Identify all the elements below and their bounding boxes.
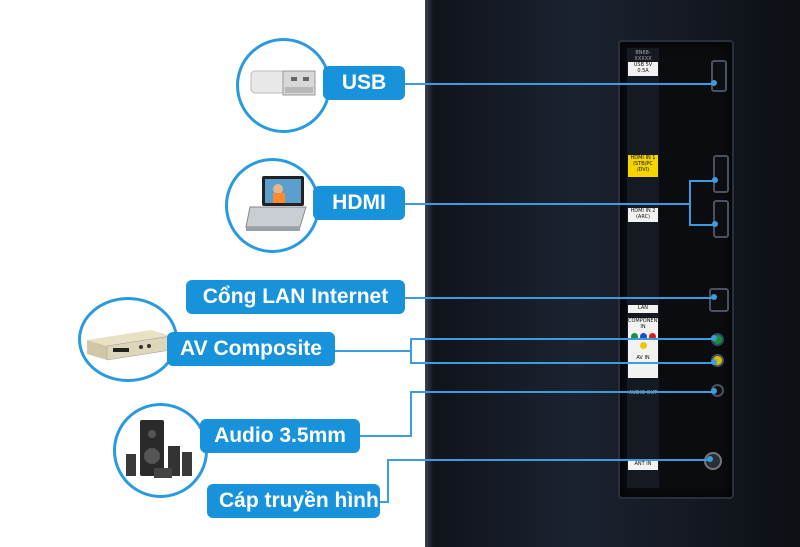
audio-label: Audio 3.5mm (200, 419, 360, 453)
panel-av-in-label: AV IN (636, 355, 650, 361)
antenna-vertical (387, 459, 389, 503)
panel-usb-label: USB 5V 0.5A (628, 62, 658, 76)
antenna-jack[interactable] (704, 452, 722, 470)
usb-label: USB (323, 66, 405, 100)
audio-circle (113, 403, 208, 498)
tv-edge (425, 0, 433, 547)
antenna-label: Cáp truyền hình (207, 484, 380, 518)
panel-ant-in-label: ANT IN (628, 461, 658, 470)
antenna-line-top (388, 459, 710, 461)
yellow-dot (639, 342, 647, 349)
panel-hdmi1-label: HDMI IN 1 (STB/PC /DVI) (628, 155, 658, 177)
audio-dot (711, 388, 717, 394)
usb-plug-icon (250, 70, 316, 96)
audio-line (360, 435, 412, 437)
av-label: AV Composite (167, 332, 335, 366)
blue-dot (639, 333, 647, 340)
green-dot (630, 333, 638, 340)
hdmi2-port[interactable] (713, 200, 729, 238)
lan-dot (711, 294, 717, 300)
lan-line (405, 297, 715, 299)
av-circle (78, 297, 178, 382)
red-dot (648, 333, 656, 340)
audio-vertical (410, 391, 412, 437)
av-bracket (410, 338, 412, 363)
usb-line-dot (711, 80, 717, 86)
av-line-upper (410, 338, 715, 340)
panel-component-label: COMPONENT IN AV IN (628, 318, 661, 378)
lan-label: Cổng LAN Internet (186, 280, 405, 314)
laptop-icon (245, 176, 307, 231)
hdmi1-dot (712, 177, 718, 183)
hdmi1-line (689, 180, 716, 182)
panel-lan-label: LAN (628, 305, 658, 313)
usb-port[interactable] (711, 60, 727, 92)
tv-back-panel (425, 0, 800, 547)
antenna-dot (707, 456, 713, 462)
hdmi2-dot (712, 221, 718, 227)
hdmi-circle (225, 158, 320, 253)
panel-component-text: COMPONENT IN (628, 318, 661, 330)
speaker-system-icon (126, 420, 192, 478)
av-line-lower (410, 362, 715, 364)
usb-circle (236, 38, 331, 133)
panel-code-label: BN68-XXXXX (628, 50, 658, 62)
av-upper-dot (711, 335, 717, 341)
av-lower-dot (711, 359, 717, 365)
hdmi2-line (689, 224, 716, 226)
antenna-line (380, 501, 389, 503)
usb-line (405, 83, 715, 85)
audio-line-top (410, 391, 715, 393)
label-strip (627, 48, 659, 488)
av-line (335, 350, 412, 352)
dvd-player-icon (87, 330, 172, 361)
hdmi-label: HDMI (313, 186, 405, 220)
component-color-dots (628, 333, 658, 349)
hdmi1-port[interactable] (713, 155, 729, 193)
hdmi-line (405, 203, 690, 205)
lan-port[interactable] (709, 288, 729, 312)
panel-audio-out-label: AUDIO OUT (628, 390, 658, 397)
hdmi-bracket (689, 180, 691, 226)
panel-hdmi2-label: HDMI IN 2 (ARC) (628, 208, 658, 222)
